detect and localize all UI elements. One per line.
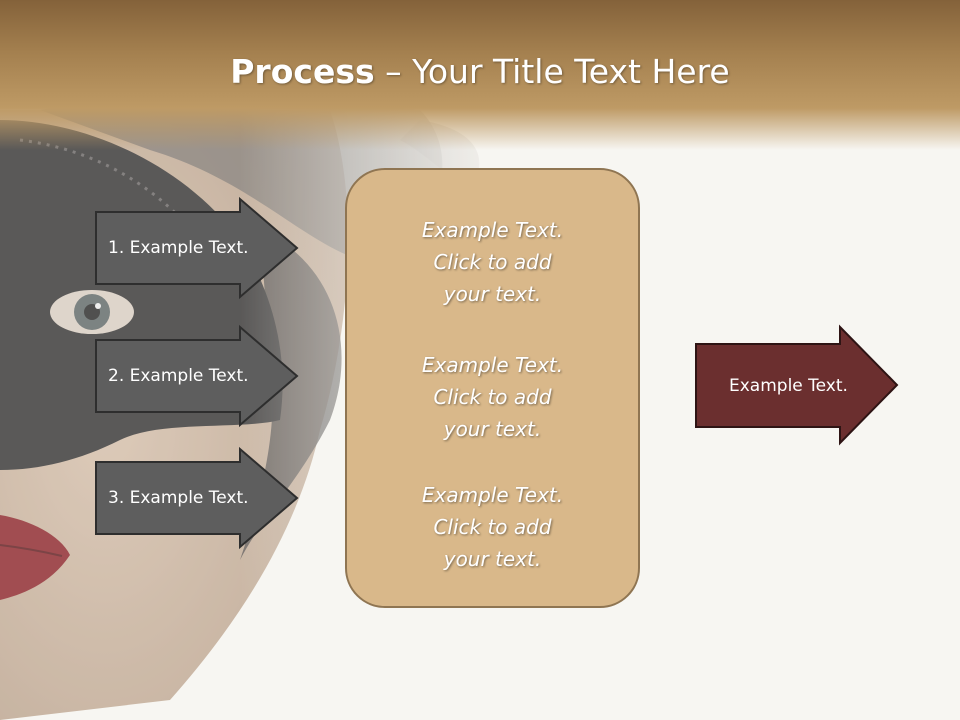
title-rest: – Your Title Text Here <box>374 52 730 91</box>
step-label-3: 3. Example Text. <box>108 488 249 508</box>
step-label-2: 2. Example Text. <box>108 366 249 386</box>
center-text-box[interactable]: Example Text. Click to add your text. Ex… <box>345 168 640 608</box>
step-arrow-2-shape <box>95 324 299 428</box>
center-block-1-line-3: your text. <box>443 282 542 306</box>
center-block-2-line-1: Example Text. <box>421 353 564 377</box>
slide-title[interactable]: Process – Your Title Text Here <box>0 52 960 91</box>
step-arrow-1-shape <box>95 196 299 300</box>
center-block-1-line-1: Example Text. <box>421 218 564 242</box>
step-arrow-3-shape <box>95 446 299 550</box>
center-block-1: Example Text. Click to add your text. <box>347 214 638 310</box>
center-block-2-line-2: Click to add <box>433 385 552 409</box>
step-arrow-1[interactable]: 1. Example Text. <box>95 196 300 300</box>
center-block-3-line-1: Example Text. <box>421 483 564 507</box>
title-banner <box>0 0 960 150</box>
step-arrow-2[interactable]: 2. Example Text. <box>95 324 300 428</box>
step-arrow-3[interactable]: 3. Example Text. <box>95 446 300 550</box>
step-label-1: 1. Example Text. <box>108 238 249 258</box>
output-label: Example Text. <box>729 376 848 396</box>
center-block-2-line-3: your text. <box>443 417 542 441</box>
title-bold: Process <box>230 52 375 91</box>
center-block-3: Example Text. Click to add your text. <box>347 479 638 575</box>
center-block-3-line-2: Click to add <box>433 515 552 539</box>
output-arrow[interactable]: Example Text. <box>695 324 900 446</box>
center-block-3-line-3: your text. <box>443 547 542 571</box>
center-block-2: Example Text. Click to add your text. <box>347 349 638 445</box>
center-block-1-line-2: Click to add <box>433 250 552 274</box>
output-arrow-shape <box>695 324 899 446</box>
